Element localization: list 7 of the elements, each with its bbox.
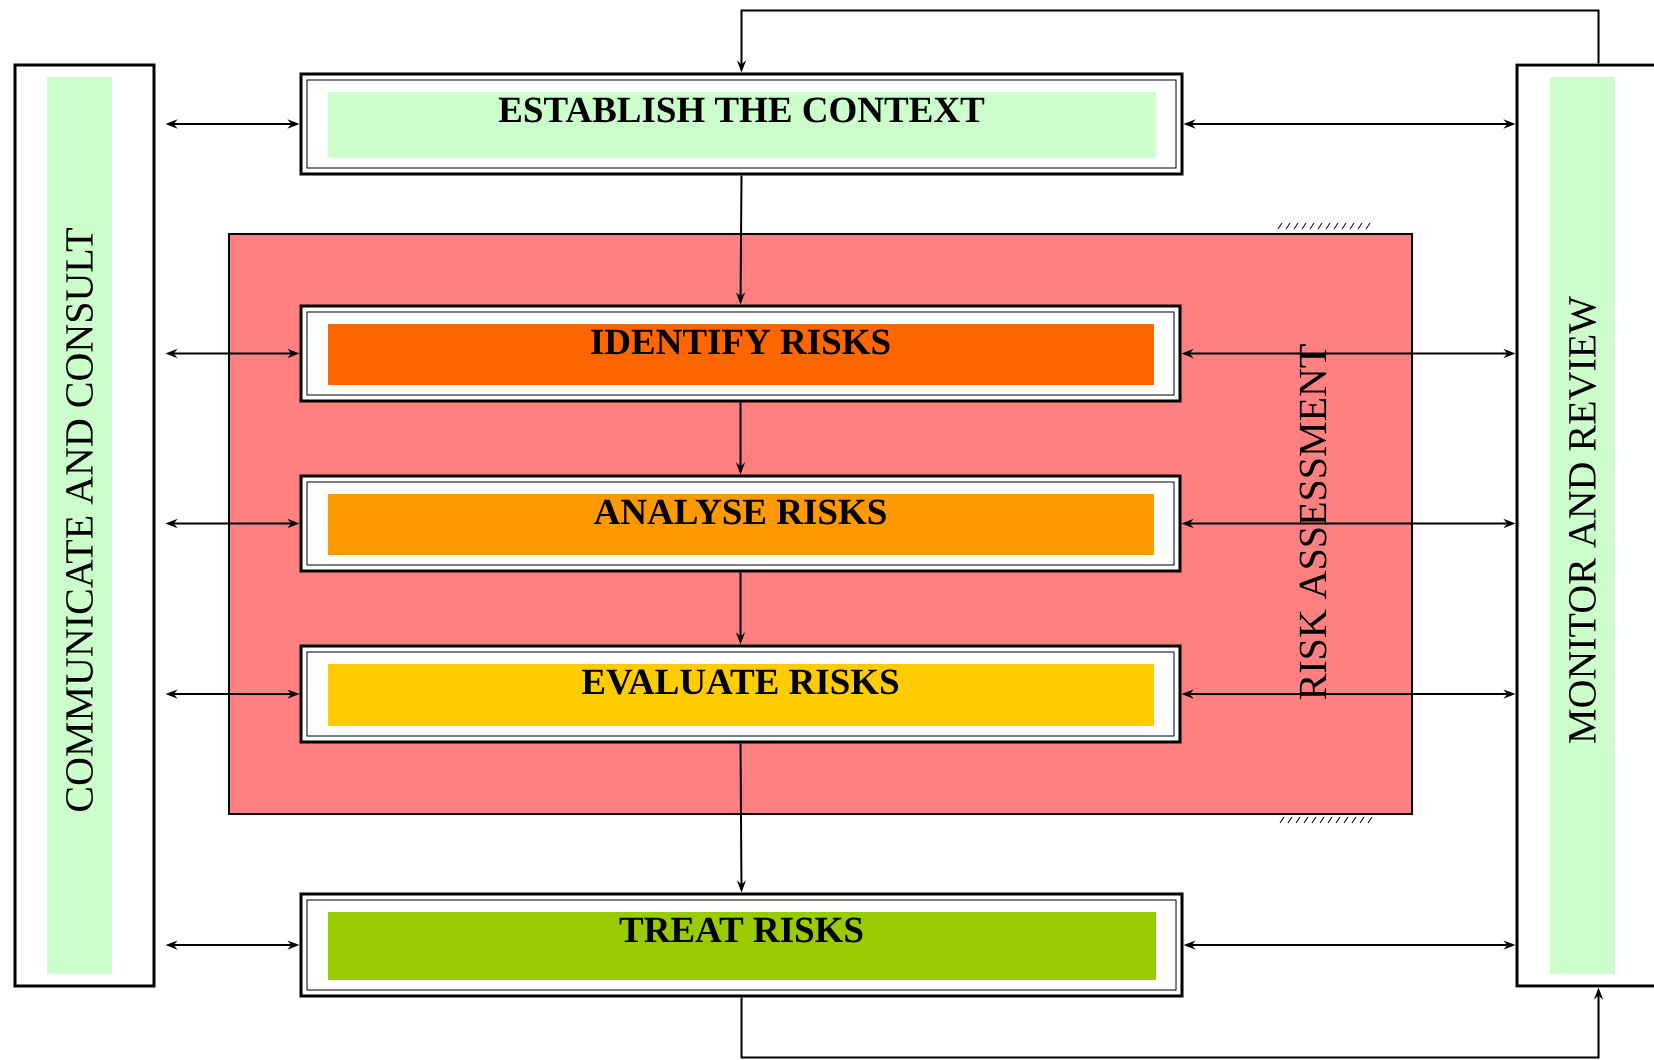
- process-box: TREAT RISKS: [299, 892, 1184, 998]
- process-box: IDENTIFY RISKS: [299, 304, 1182, 403]
- process-box: ESTABLISH THE CONTEXT: [299, 72, 1184, 176]
- side-panel: COMMUNICATE AND CONSULT: [13, 63, 156, 988]
- side-panel: MONITOR AND REVIEW: [1515, 63, 1654, 988]
- process-box: ANALYSE RISKS: [299, 474, 1182, 573]
- process-box: EVALUATE RISKS: [299, 644, 1182, 744]
